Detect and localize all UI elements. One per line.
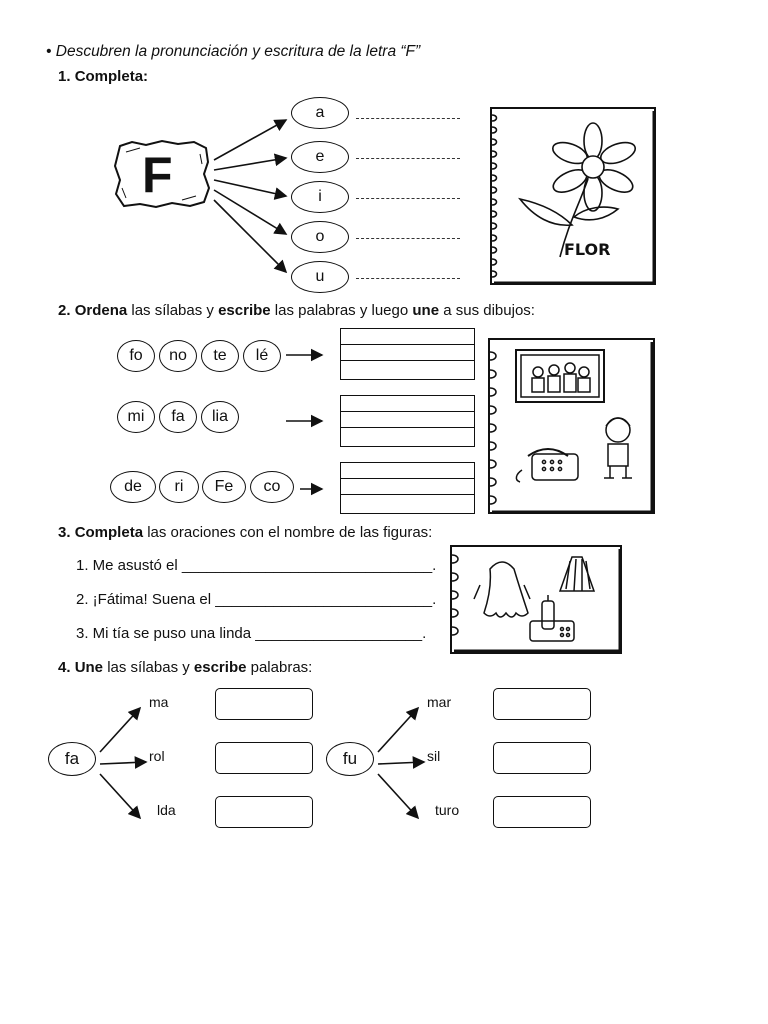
arrow-to-o [213,189,288,235]
answer-lines[interactable] [340,395,475,447]
section4-heading: 4. Une las sílabas y escribe palabras: [58,659,313,676]
write-line[interactable] [356,238,460,239]
section2-heading: 2. Ordena las sílabas y escribe las pala… [58,302,535,319]
sentence-1[interactable]: 1. Me asustó el ________________________… [76,557,437,574]
write-line[interactable] [356,198,460,199]
syllable-oval: fo [117,340,155,372]
vowel-oval: u [291,261,349,293]
ending-syllable: mar [427,694,452,710]
vowel-oval: a [291,97,349,129]
page-title: Descubren la pronunciación y escritura d… [55,43,421,60]
write-line[interactable] [356,158,460,159]
answer-box[interactable] [493,688,591,720]
arrow-to-e [213,153,288,171]
ending-syllable: lda [157,802,176,818]
family-phone-boy-icon [489,342,654,514]
write-line[interactable] [356,118,460,119]
ending-syllable: sil [427,748,441,764]
arrow-to-a [213,119,288,161]
sentence-3[interactable]: 3. Mi tía se puso una linda ____________… [76,625,427,642]
flor-label: FLOR [564,240,611,259]
syllable-oval: Fe [202,471,246,503]
syllable-oval: lé [243,340,281,372]
syllable-oval: fa [159,401,197,433]
syllable-oval: mi [117,401,155,433]
ghost-skirt-phone-icon [451,549,622,653]
big-letter-f: F [142,147,173,203]
letter-badge-icon [113,139,211,209]
syllable-oval: te [201,340,239,372]
vowel-oval: e [291,141,349,173]
syllable-oval: ri [159,471,199,503]
answer-box[interactable] [493,796,591,828]
section1-heading: 1. Completa: [58,68,149,85]
sentence-2[interactable]: 2. ¡Fátima! Suena el ___________________… [76,591,437,608]
arrow-to-u [213,199,288,274]
vowel-oval: o [291,221,349,253]
ending-syllable: turo [435,802,460,818]
ending-syllable: rol [149,748,165,764]
bullet: • [46,43,52,60]
vowel-oval: i [291,181,349,213]
answer-box[interactable] [215,688,313,720]
answer-box[interactable] [215,742,313,774]
ending-syllable: ma [149,694,169,710]
syllable-oval: de [110,471,156,503]
section3-heading: 3. Completa las oraciones con el nombre … [58,524,433,541]
header-line: • Descubren la pronunciación y escritura… [46,43,420,61]
flower-icon [491,111,656,285]
arrow-to-i [213,179,288,200]
root-oval-fa: fa [48,742,96,776]
write-line[interactable] [356,278,460,279]
syllable-oval: lia [201,401,239,433]
answer-lines[interactable] [340,462,475,514]
answer-lines[interactable] [340,328,475,380]
root-oval-fu: fu [326,742,374,776]
figures-notebook [450,545,622,654]
syllable-oval: co [250,471,294,503]
answer-box[interactable] [493,742,591,774]
syllable-oval: no [159,340,197,372]
answer-box[interactable] [215,796,313,828]
